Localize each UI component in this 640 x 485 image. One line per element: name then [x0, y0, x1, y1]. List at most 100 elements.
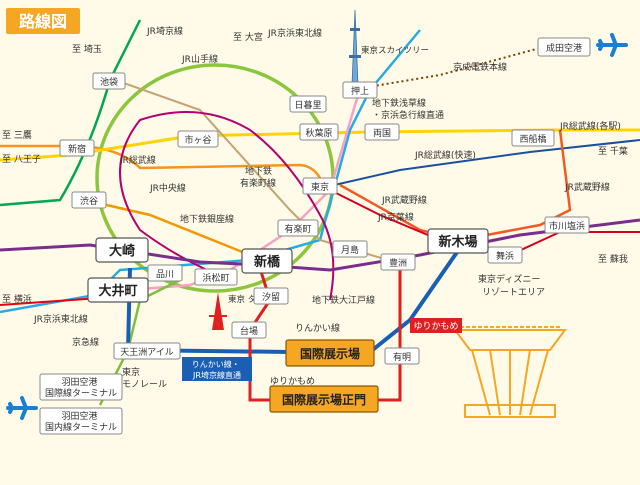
station-narita-airport[interactable]: 成田空港	[537, 37, 591, 57]
line-label-keisei: 京成電鉄本線	[453, 61, 507, 73]
tokyo-tower-label: 東京 タワー	[228, 294, 273, 305]
svg-text:成田空港: 成田空港	[546, 42, 582, 54]
rinkai-jr-badge	[182, 357, 252, 381]
title-box	[6, 8, 80, 34]
station-tennozu-isle[interactable]: 天王洲アイル	[113, 342, 181, 360]
direction-hachioji: 至 八王子	[2, 154, 41, 165]
svg-text:新木場: 新木場	[438, 234, 477, 250]
yurikamome-badge	[410, 318, 462, 333]
airplane-icon	[6, 396, 38, 420]
svg-text:羽田空港 国際線ターミナル: 羽田空港 国際線ターミナル	[45, 376, 117, 399]
station-haneda-international[interactable]: 羽田空港 国際線ターミナル	[39, 373, 123, 401]
direction-soga: 至 蘇我	[598, 253, 628, 265]
svg-text:大井町: 大井町	[98, 283, 137, 299]
svg-text:西船橋: 西船橋	[519, 133, 546, 145]
station-kokusai-tenjijo-seimon[interactable]: 国際展示場正門	[269, 385, 379, 413]
svg-text:渋谷: 渋谷	[80, 195, 98, 207]
station-tsukishima[interactable]: 月島	[332, 240, 368, 258]
line-label-jr-yamanote: JR山手線	[181, 53, 218, 65]
station-nippori[interactable]: 日暮里	[289, 95, 327, 113]
svg-text:品川: 品川	[156, 269, 174, 280]
station-shinkiba[interactable]: 新木場	[427, 228, 489, 254]
svg-text:新橋: 新橋	[254, 254, 281, 270]
line-label-jr-keiyo: JR京葉線	[377, 211, 414, 223]
svg-text:汐留: 汐留	[262, 291, 280, 303]
station-shinbashi[interactable]: 新橋	[241, 248, 293, 274]
svg-text:市川塩浜: 市川塩浜	[549, 220, 585, 232]
sobu-rapid-line	[329, 139, 640, 187]
station-hamamatsucho[interactable]: 浜松町	[194, 268, 238, 286]
line-label-jr-keihin-tohoku-bottom: JR京浜東北線	[33, 313, 88, 325]
line-label-jr-sobu-kaisoku: JR総武線(快速)	[414, 149, 476, 161]
big-sight-icon	[453, 326, 567, 418]
yurikamome-badge-label: ゆりかもめ	[413, 321, 458, 332]
svg-text:日暮里: 日暮里	[294, 99, 321, 111]
svg-text:国際展示場正門: 国際展示場正門	[282, 392, 366, 407]
station-nishifunabashi[interactable]: 西船橋	[511, 129, 555, 147]
sobu-line	[0, 128, 640, 162]
page-title: 路線図	[19, 12, 67, 31]
station-maihama[interactable]: 舞浜	[487, 246, 523, 264]
station-haneda-domestic[interactable]: 羽田空港 国内線ターミナル	[39, 407, 123, 435]
keisei-line	[361, 47, 541, 89]
svg-text:豊洲: 豊洲	[389, 257, 407, 269]
station-akihabara[interactable]: 秋葉原	[299, 123, 339, 141]
svg-text:月島: 月島	[341, 244, 359, 256]
svg-text:東京: 東京	[311, 181, 329, 193]
station-yurakucho[interactable]: 有楽町	[277, 219, 319, 237]
station-shibuya[interactable]: 渋谷	[71, 191, 107, 209]
oedo-line	[119, 111, 335, 301]
station-daiba[interactable]: 台場	[231, 321, 267, 339]
svg-text:秋葉原: 秋葉原	[305, 127, 332, 139]
station-ryogoku[interactable]: 両国	[364, 123, 400, 141]
airplane-icon	[596, 33, 628, 57]
line-label-jr-musashino: JR武蔵野線	[381, 194, 427, 206]
svg-text:舞浜: 舞浜	[496, 251, 514, 262]
line-label-asakusa: 地下鉄浅草線 ・京浜急行線直通	[372, 97, 444, 121]
line-label-jr-sobu: JR総武線	[119, 154, 156, 166]
svg-text:天王洲アイル: 天王洲アイル	[120, 347, 174, 358]
direction-omiya: 至 大宮	[233, 31, 263, 43]
line-label-yurikamome: ゆりかもめ	[270, 376, 315, 387]
svg-text:市ヶ谷: 市ヶ谷	[184, 134, 211, 146]
svg-text:国際展示場: 国際展示場	[300, 346, 360, 361]
line-label-jr-musashino-right: JR武蔵野線	[564, 181, 610, 193]
line-label-monorail: 東京 モノレール	[122, 366, 167, 390]
station-kokusai-tenjijo[interactable]: 国際展示場	[285, 339, 375, 367]
station-ichigaya[interactable]: 市ヶ谷	[177, 130, 219, 148]
station-tokyo[interactable]: 東京	[302, 177, 338, 195]
station-ichikawashiohama[interactable]: 市川塩浜	[544, 216, 590, 234]
line-label-jr-saikyo: JR埼京線	[146, 25, 183, 37]
svg-text:浜松町: 浜松町	[202, 272, 229, 284]
tokyo-tower-icon	[209, 292, 227, 330]
station-oimachi[interactable]: 大井町	[87, 277, 149, 303]
skytree-label: 東京スカイツリー	[361, 45, 429, 56]
station-ikebukuro[interactable]: 池袋	[92, 72, 126, 90]
svg-text:新宿: 新宿	[68, 143, 86, 155]
line-label-keikyu: 京急線	[72, 336, 99, 348]
svg-text:羽田空港 国内線ターミナル: 羽田空港 国内線ターミナル	[45, 410, 117, 433]
line-label-ginza: 地下鉄銀座線	[180, 213, 234, 225]
direction-yokohama: 至 横浜	[2, 293, 32, 305]
station-ariake[interactable]: 有明	[384, 347, 420, 365]
line-label-jr-keihin-tohoku: JR京浜東北線	[267, 27, 322, 39]
chuo-line	[0, 144, 331, 188]
svg-text:押上: 押上	[351, 85, 369, 97]
station-osaki[interactable]: 大崎	[95, 237, 149, 263]
skytree-icon	[349, 9, 361, 86]
station-shinjuku[interactable]: 新宿	[59, 139, 95, 157]
direction-mitaka: 至 三鷹	[2, 129, 32, 141]
svg-text:両国: 両国	[373, 128, 391, 139]
station-toyosu[interactable]: 豊洲	[380, 253, 416, 271]
svg-text:有明: 有明	[393, 351, 411, 363]
svg-text:台場: 台場	[240, 325, 258, 337]
direction-chiba: 至 千葉	[598, 145, 628, 157]
musashino-line	[339, 129, 572, 242]
disney-label: 東京ディズニー リゾートエリア	[478, 273, 545, 298]
line-label-oedo: 地下鉄大江戸線	[312, 294, 375, 306]
station-oshiage[interactable]: 押上	[342, 81, 378, 99]
station-shiodome[interactable]: 汐留	[253, 287, 289, 305]
line-label-rinkai: りんかい線	[295, 322, 340, 334]
station-shinagawa[interactable]: 品川	[147, 264, 183, 282]
